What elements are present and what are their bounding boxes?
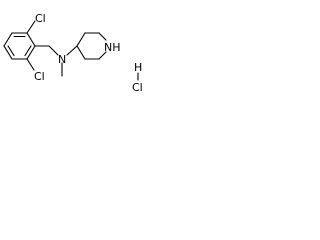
atom-amine-n: N — [58, 53, 66, 66]
bond-ch2-to-n — [48, 45, 59, 56]
bond-pip-4 — [98, 51, 107, 60]
atom-salt-cl: Cl — [132, 81, 143, 94]
bond-ring-double-3 — [24, 45, 32, 57]
bond-ring-6 — [26, 45, 36, 60]
atom-salt-h: H — [134, 61, 142, 74]
bond-ring-1 — [26, 32, 36, 47]
atom-cl-left: Cl — [35, 12, 46, 25]
atom-ring-nh: NH — [104, 41, 121, 54]
bond-to-cl-right — [26, 58, 35, 71]
bond-ring-4 — [3, 45, 13, 60]
piperidine-ring — [76, 32, 107, 60]
bond-pip-6 — [76, 45, 86, 60]
bond-to-cl-left — [26, 20, 36, 34]
bond-ring-double-2 — [7, 45, 15, 57]
molecule-canvas: Cl Cl N NH H Cl — [0, 0, 164, 97]
benzene-ring — [3, 32, 36, 60]
bond-n-to-piperidine — [66, 45, 78, 56]
bond-ring-3 — [3, 32, 13, 47]
atom-cl-right: Cl — [34, 70, 45, 83]
bond-pip-1 — [76, 32, 86, 47]
structure-diagram: Cl Cl N NH H Cl — [3, 12, 143, 94]
bond-pip-3 — [98, 32, 107, 41]
